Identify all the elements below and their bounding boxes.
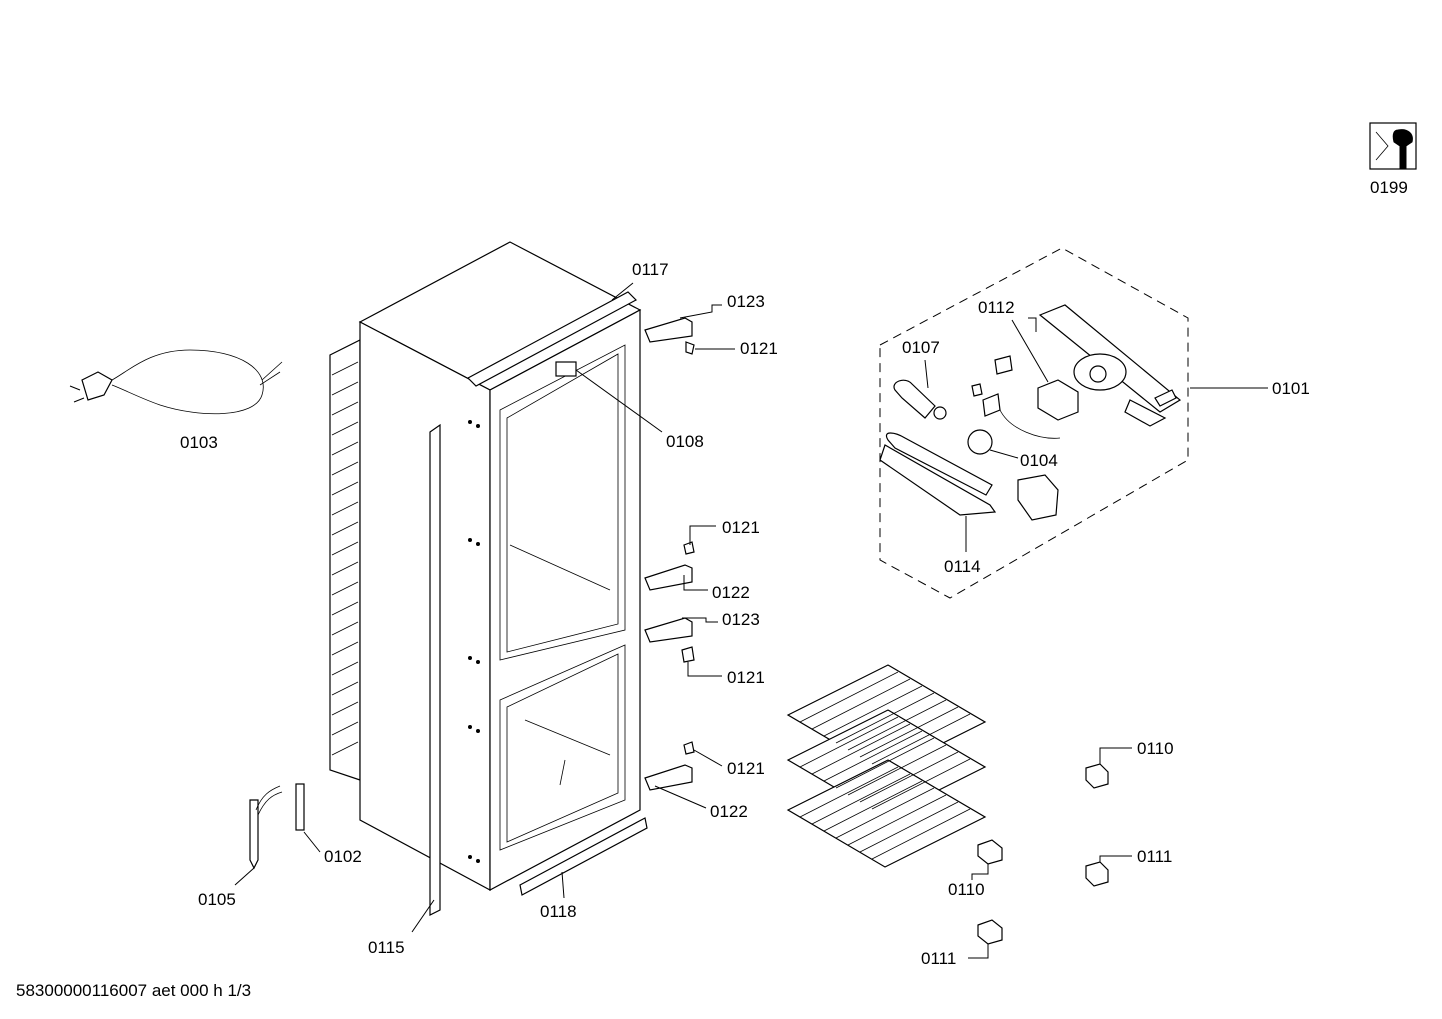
- label-0115: 0115: [368, 938, 405, 957]
- temperature-sensor: [249, 785, 283, 870]
- label-0105: 0105: [198, 890, 236, 909]
- label-0104: 0104: [1020, 451, 1058, 470]
- label-0118: 0118: [540, 902, 577, 921]
- label-0123b: 0123: [722, 610, 760, 629]
- label-0108: 0108: [666, 432, 704, 451]
- label-0122b: 0122: [710, 802, 748, 821]
- label-0121d: 0121: [727, 759, 765, 778]
- label-0121a: 0121: [740, 339, 778, 358]
- label-0107: 0107: [902, 338, 940, 357]
- hinge-lower: [644, 741, 695, 791]
- hinge-mid-upper: [644, 541, 695, 591]
- label-0111b: 0111: [921, 949, 956, 968]
- wire-shelves: [786, 664, 987, 868]
- label-0121b: 0121: [722, 518, 760, 537]
- label-0112: 0112: [978, 298, 1015, 317]
- label-0114: 0114: [944, 557, 981, 576]
- hinge-mid-lower: [644, 617, 695, 663]
- label-0121c: 0121: [727, 668, 765, 687]
- label-0110a: 0110: [1137, 739, 1174, 758]
- refrigerator-cabinet: [329, 241, 642, 916]
- label-0199: 0199: [1370, 178, 1408, 197]
- power-cord: [69, 349, 283, 415]
- shelf-support-0111-right: [1085, 861, 1109, 887]
- wrench-icon: [1369, 122, 1417, 170]
- label-0103: 0103: [180, 433, 218, 452]
- light-cover-knob: [967, 429, 993, 455]
- document-id-footer: 58300000116007 aet 000 h 1/3: [16, 981, 252, 1000]
- shelf-support-0110-right: [1085, 763, 1109, 789]
- lamp-bulb: [893, 379, 947, 420]
- label-0123a: 0123: [727, 292, 765, 311]
- label-0102: 0102: [324, 847, 362, 866]
- label-0117: 0117: [632, 260, 669, 279]
- assembly-outline: [879, 247, 1189, 599]
- switch-module: [971, 355, 1079, 439]
- sensor-probe: [295, 783, 305, 831]
- shelf-support-0110-left: [977, 839, 1003, 865]
- label-0101: 0101: [1272, 379, 1310, 398]
- hinge-upper: [644, 317, 695, 355]
- thermostat-housing: [1038, 304, 1182, 427]
- lamp-cover: [879, 432, 1059, 521]
- label-0122a: 0122: [712, 583, 750, 602]
- label-0110b: 0110: [948, 880, 985, 899]
- bottom-strip: [519, 817, 648, 896]
- label-0111a: 0111: [1137, 847, 1172, 866]
- shelf-support-0111-left: [977, 919, 1003, 945]
